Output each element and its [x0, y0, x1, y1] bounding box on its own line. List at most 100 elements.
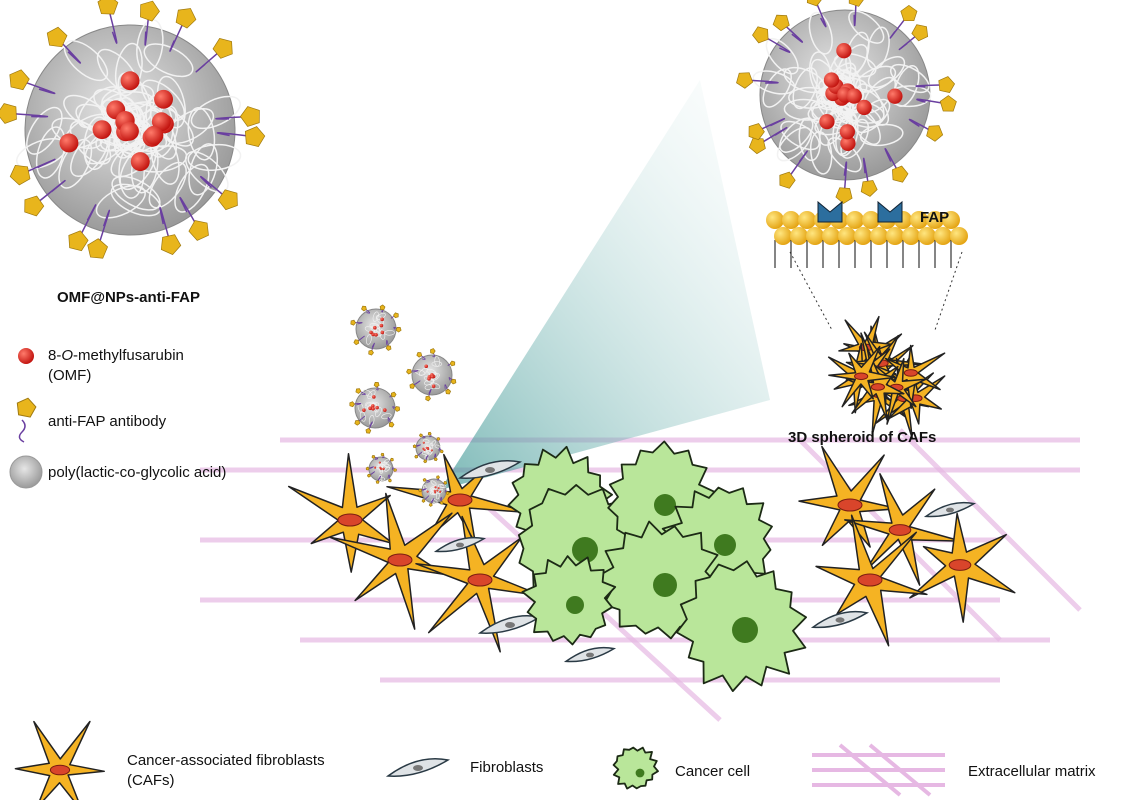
polymer-strand [422, 439, 430, 443]
lipid-head [846, 211, 864, 229]
omf-drug-icon [887, 88, 903, 104]
antibody-legend-icon [16, 397, 37, 418]
cancer-nucleus [732, 617, 758, 643]
cancer-nucleus [572, 537, 598, 563]
anti-fap-antibody-icon [395, 326, 402, 333]
omf-drug-icon [380, 330, 385, 335]
peg-linker [56, 37, 82, 64]
polymer-strand [165, 108, 215, 145]
cancer-nucleus [653, 573, 677, 597]
polymer-strand [848, 10, 885, 44]
tissue-cells [287, 440, 1016, 692]
anti-fap-antibody-icon [779, 171, 796, 189]
anti-fap-antibody-icon [393, 312, 399, 319]
legend-icons [9, 348, 945, 800]
caf-nucleus [870, 383, 885, 391]
caf-nucleus [387, 553, 413, 567]
anti-fap-antibody-icon [848, 0, 864, 7]
omf-drug-icon [846, 88, 862, 104]
anti-fap-antibody-icon [365, 466, 370, 471]
legend-caf-line2: (CAFs) [127, 772, 175, 789]
anti-fap-antibody-icon [388, 478, 392, 483]
peg-linker [159, 207, 172, 245]
omf-drug-icon [840, 135, 856, 151]
lipid-head [926, 211, 944, 229]
lipid-head [862, 211, 880, 229]
polymer-strand [96, 48, 139, 93]
anti-fap-antibody-icon [361, 305, 367, 312]
fap-label: FAP [920, 209, 949, 226]
polymer-strand [430, 480, 437, 486]
peg-linker [96, 209, 111, 250]
omf-drug-icon [371, 406, 375, 411]
anti-fap-antibody-icon [427, 431, 432, 436]
polymer-strand [359, 411, 366, 422]
lipid-head [910, 211, 928, 229]
omf-drug-icon [434, 491, 437, 494]
polymer-strand [439, 484, 447, 488]
polymer-strand [431, 498, 438, 504]
caf-nucleus [447, 493, 473, 507]
anti-fap-antibody-icon [806, 0, 822, 7]
caf-nucleus [857, 573, 883, 587]
anti-fap-antibody-icon [354, 420, 361, 426]
ecm-fiber [898, 428, 1082, 612]
linker-legend-icon [18, 419, 26, 443]
peg-linker [744, 79, 779, 84]
anti-fap-antibody-icon [434, 457, 438, 462]
lipid-head [870, 227, 888, 245]
polymer-strand [867, 56, 906, 89]
anti-fap-antibody-icon [423, 459, 427, 464]
omf-drug-icon [819, 113, 835, 130]
anti-fap-antibody-icon [440, 500, 444, 505]
polymer-strand [148, 161, 187, 209]
lipid-head [902, 227, 920, 245]
omf-drug-icon [439, 490, 442, 493]
anti-fap-antibody-icon [371, 455, 376, 459]
nanoparticle-title: OMF@NPs-anti-FAP [57, 289, 200, 306]
omf-drug-icon [371, 404, 375, 408]
anti-fap-antibody-icon [892, 165, 909, 183]
anti-fap-antibody-icon [355, 388, 362, 394]
omf-drug-legend-icon [18, 348, 34, 364]
omf-drug-icon [382, 408, 387, 412]
peg-linker [377, 475, 381, 483]
polymer-strand [780, 120, 820, 151]
anti-fap-antibody-icon [390, 391, 397, 398]
caf-cell [798, 445, 899, 548]
anti-fap-antibody-icon [239, 106, 260, 127]
polymer-strand [889, 63, 930, 94]
anti-fap-antibody-icon [736, 72, 754, 89]
lipid-head [782, 211, 800, 229]
omf-drug-icon [424, 364, 429, 369]
caf-cell [287, 453, 394, 573]
anti-fap-antibody-icon [379, 304, 386, 311]
omf-drug-icon [362, 408, 366, 412]
polymer-strand [357, 402, 364, 413]
cell-membrane-bilayer [766, 200, 968, 268]
anti-fap-antibody-icon [389, 457, 394, 462]
ecm-legend-icon [868, 743, 932, 797]
anti-fap-antibody-icon [353, 339, 360, 346]
anti-fap-antibody-icon [418, 488, 422, 493]
omf-drug-icon [436, 489, 439, 492]
anti-fap-antibody-icon [414, 454, 418, 459]
anti-fap-antibody-icon [212, 37, 233, 59]
caf-nucleus [854, 372, 869, 381]
anti-fap-antibody-icon [380, 452, 385, 457]
lipid-head [942, 211, 960, 229]
omf-drug-icon [144, 125, 164, 145]
omf-drug-icon [437, 486, 440, 490]
peg-linker [755, 118, 786, 133]
anti-fap-antibody-icon [9, 69, 30, 91]
peg-linker [424, 455, 429, 462]
anti-fap-antibody-icon [368, 349, 374, 356]
anti-fap-antibody-icon [436, 437, 441, 441]
polymer-strand [437, 484, 445, 489]
peg-linker [195, 47, 224, 73]
polymer-strand [437, 489, 444, 494]
fap-receptor-icon [877, 200, 903, 223]
polymer-strand [381, 413, 392, 420]
polymer-strand [136, 19, 164, 73]
peg-linker [757, 127, 788, 146]
